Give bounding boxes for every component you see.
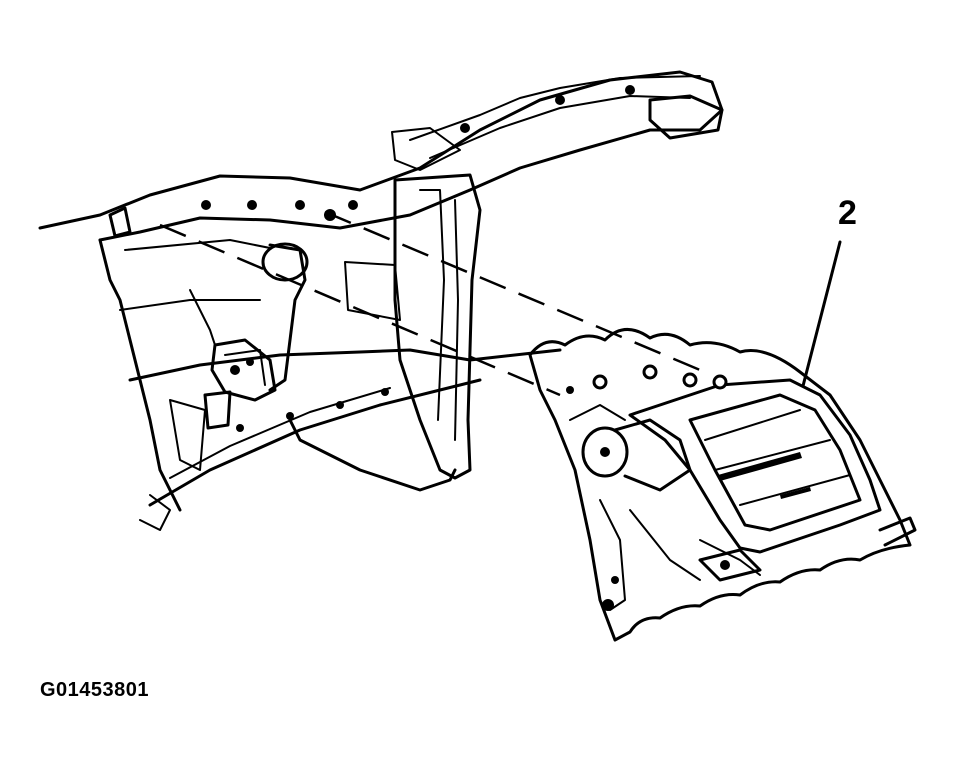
callout-leader	[801, 240, 842, 388]
left-structure	[98, 206, 281, 531]
motor-assembly	[189, 242, 309, 430]
center-pillar	[288, 173, 482, 492]
figure-id: G01453801	[40, 679, 150, 701]
upper-frame-rail	[38, 70, 724, 242]
lower-crossmember	[128, 348, 562, 507]
alignment-lines	[39, 210, 701, 397]
module-assembly	[528, 328, 917, 642]
callout-number-2: 2	[838, 194, 857, 232]
